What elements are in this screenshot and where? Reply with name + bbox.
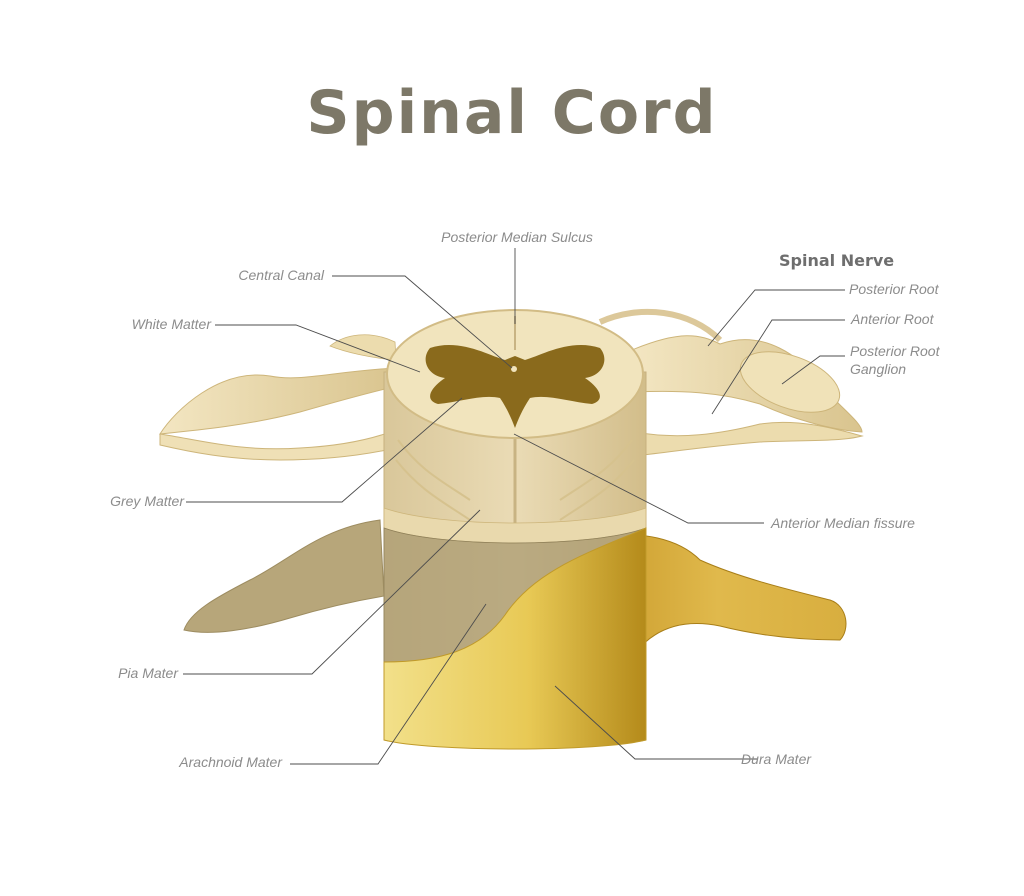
label-central-canal: Central Canal	[238, 267, 324, 283]
right-spinal-nerve	[598, 308, 864, 457]
label-posterior-root-ganglion-line1: Posterior Root	[850, 343, 941, 359]
label-posterior-median-sulcus: Posterior Median Sulcus	[441, 229, 593, 245]
right-lower-nerve	[589, 534, 847, 661]
grey-matter-region	[425, 345, 605, 428]
label-grey-matter: Grey Matter	[110, 493, 185, 509]
leader-lines	[183, 248, 845, 765]
label-anterior-root: Anterior Root	[850, 311, 935, 327]
central-canal	[511, 366, 517, 372]
posterior-root-ganglion	[739, 351, 841, 413]
left-spinal-nerve	[159, 334, 399, 461]
label-posterior-root: Posterior Root	[849, 281, 940, 297]
label-anterior-median-fissure: Anterior Median fissure	[770, 515, 915, 531]
dura-mater-layer	[383, 527, 647, 750]
label-arachnoid-mater: Arachnoid Mater	[178, 754, 283, 770]
root-fibers	[395, 439, 635, 521]
cross-section	[386, 309, 644, 439]
label-white-matter: White Matter	[132, 316, 213, 332]
label-dura-mater: Dura Mater	[741, 751, 812, 767]
label-pia-mater: Pia Mater	[118, 665, 179, 681]
label-posterior-root-ganglion-line2: Ganglion	[850, 361, 906, 377]
label-spinal-nerve: Spinal Nerve	[779, 251, 894, 270]
page-title: Spinal Cord	[306, 78, 718, 148]
left-lower-nerve	[183, 519, 385, 633]
